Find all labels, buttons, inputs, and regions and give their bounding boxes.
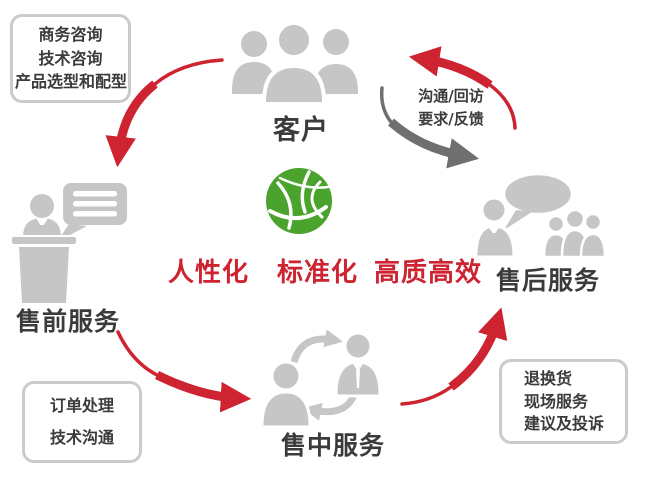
- center-slogan: 人性化标准化高质高效: [168, 252, 481, 289]
- arrow-customer-to-presales: [105, 58, 224, 168]
- callout-line: 退换货: [524, 369, 573, 389]
- arrow-presales-to-midsales: [116, 330, 252, 413]
- people-group-icon: [232, 21, 358, 106]
- slogan-part-2: 标准化: [277, 258, 359, 288]
- callout-line: 技术咨询: [38, 48, 103, 68]
- aftersales-node-label: 售后服务: [495, 266, 600, 295]
- presales-callout-box: 商务咨询 技术咨询 产品选型和配型: [10, 14, 131, 103]
- presales-node-label: 售前服务: [15, 307, 120, 336]
- midsales-callout-box: 订单处理 技术沟通: [22, 381, 142, 463]
- midsales-node-label: 售中服务: [280, 431, 385, 460]
- customer-support-chat-icon: [476, 172, 606, 259]
- arrow-customer-to-aftersales: [379, 86, 480, 169]
- callout-line: 建议及投诉: [524, 414, 605, 434]
- callout-line: 现场服务: [524, 391, 589, 411]
- speaker-podium-icon: [10, 181, 129, 303]
- feedback-labels: 沟通/回访 要求/反馈: [403, 85, 499, 131]
- callout-line: 产品选型和配型: [15, 72, 128, 92]
- slogan-part-3: 高质高效: [374, 258, 483, 288]
- aftersales-callout-box: 退换货 现场服务 建议及投诉: [499, 359, 628, 444]
- people-exchange-icon: [262, 330, 382, 428]
- feedback-line-1: 沟通/回访: [418, 87, 484, 105]
- arrow-aftersales-to-customer: [408, 46, 517, 130]
- callout-line: 商务咨询: [38, 25, 103, 45]
- callout-line: 技术沟通: [49, 428, 114, 448]
- arrow-midsales-to-aftersales: [400, 307, 508, 406]
- callout-line: 订单处理: [49, 396, 114, 416]
- customer-node-label: 客户: [273, 115, 329, 146]
- slogan-part-1: 人性化: [168, 258, 250, 288]
- green-globe-logo-icon: [266, 168, 332, 234]
- feedback-line-2: 要求/反馈: [418, 110, 484, 128]
